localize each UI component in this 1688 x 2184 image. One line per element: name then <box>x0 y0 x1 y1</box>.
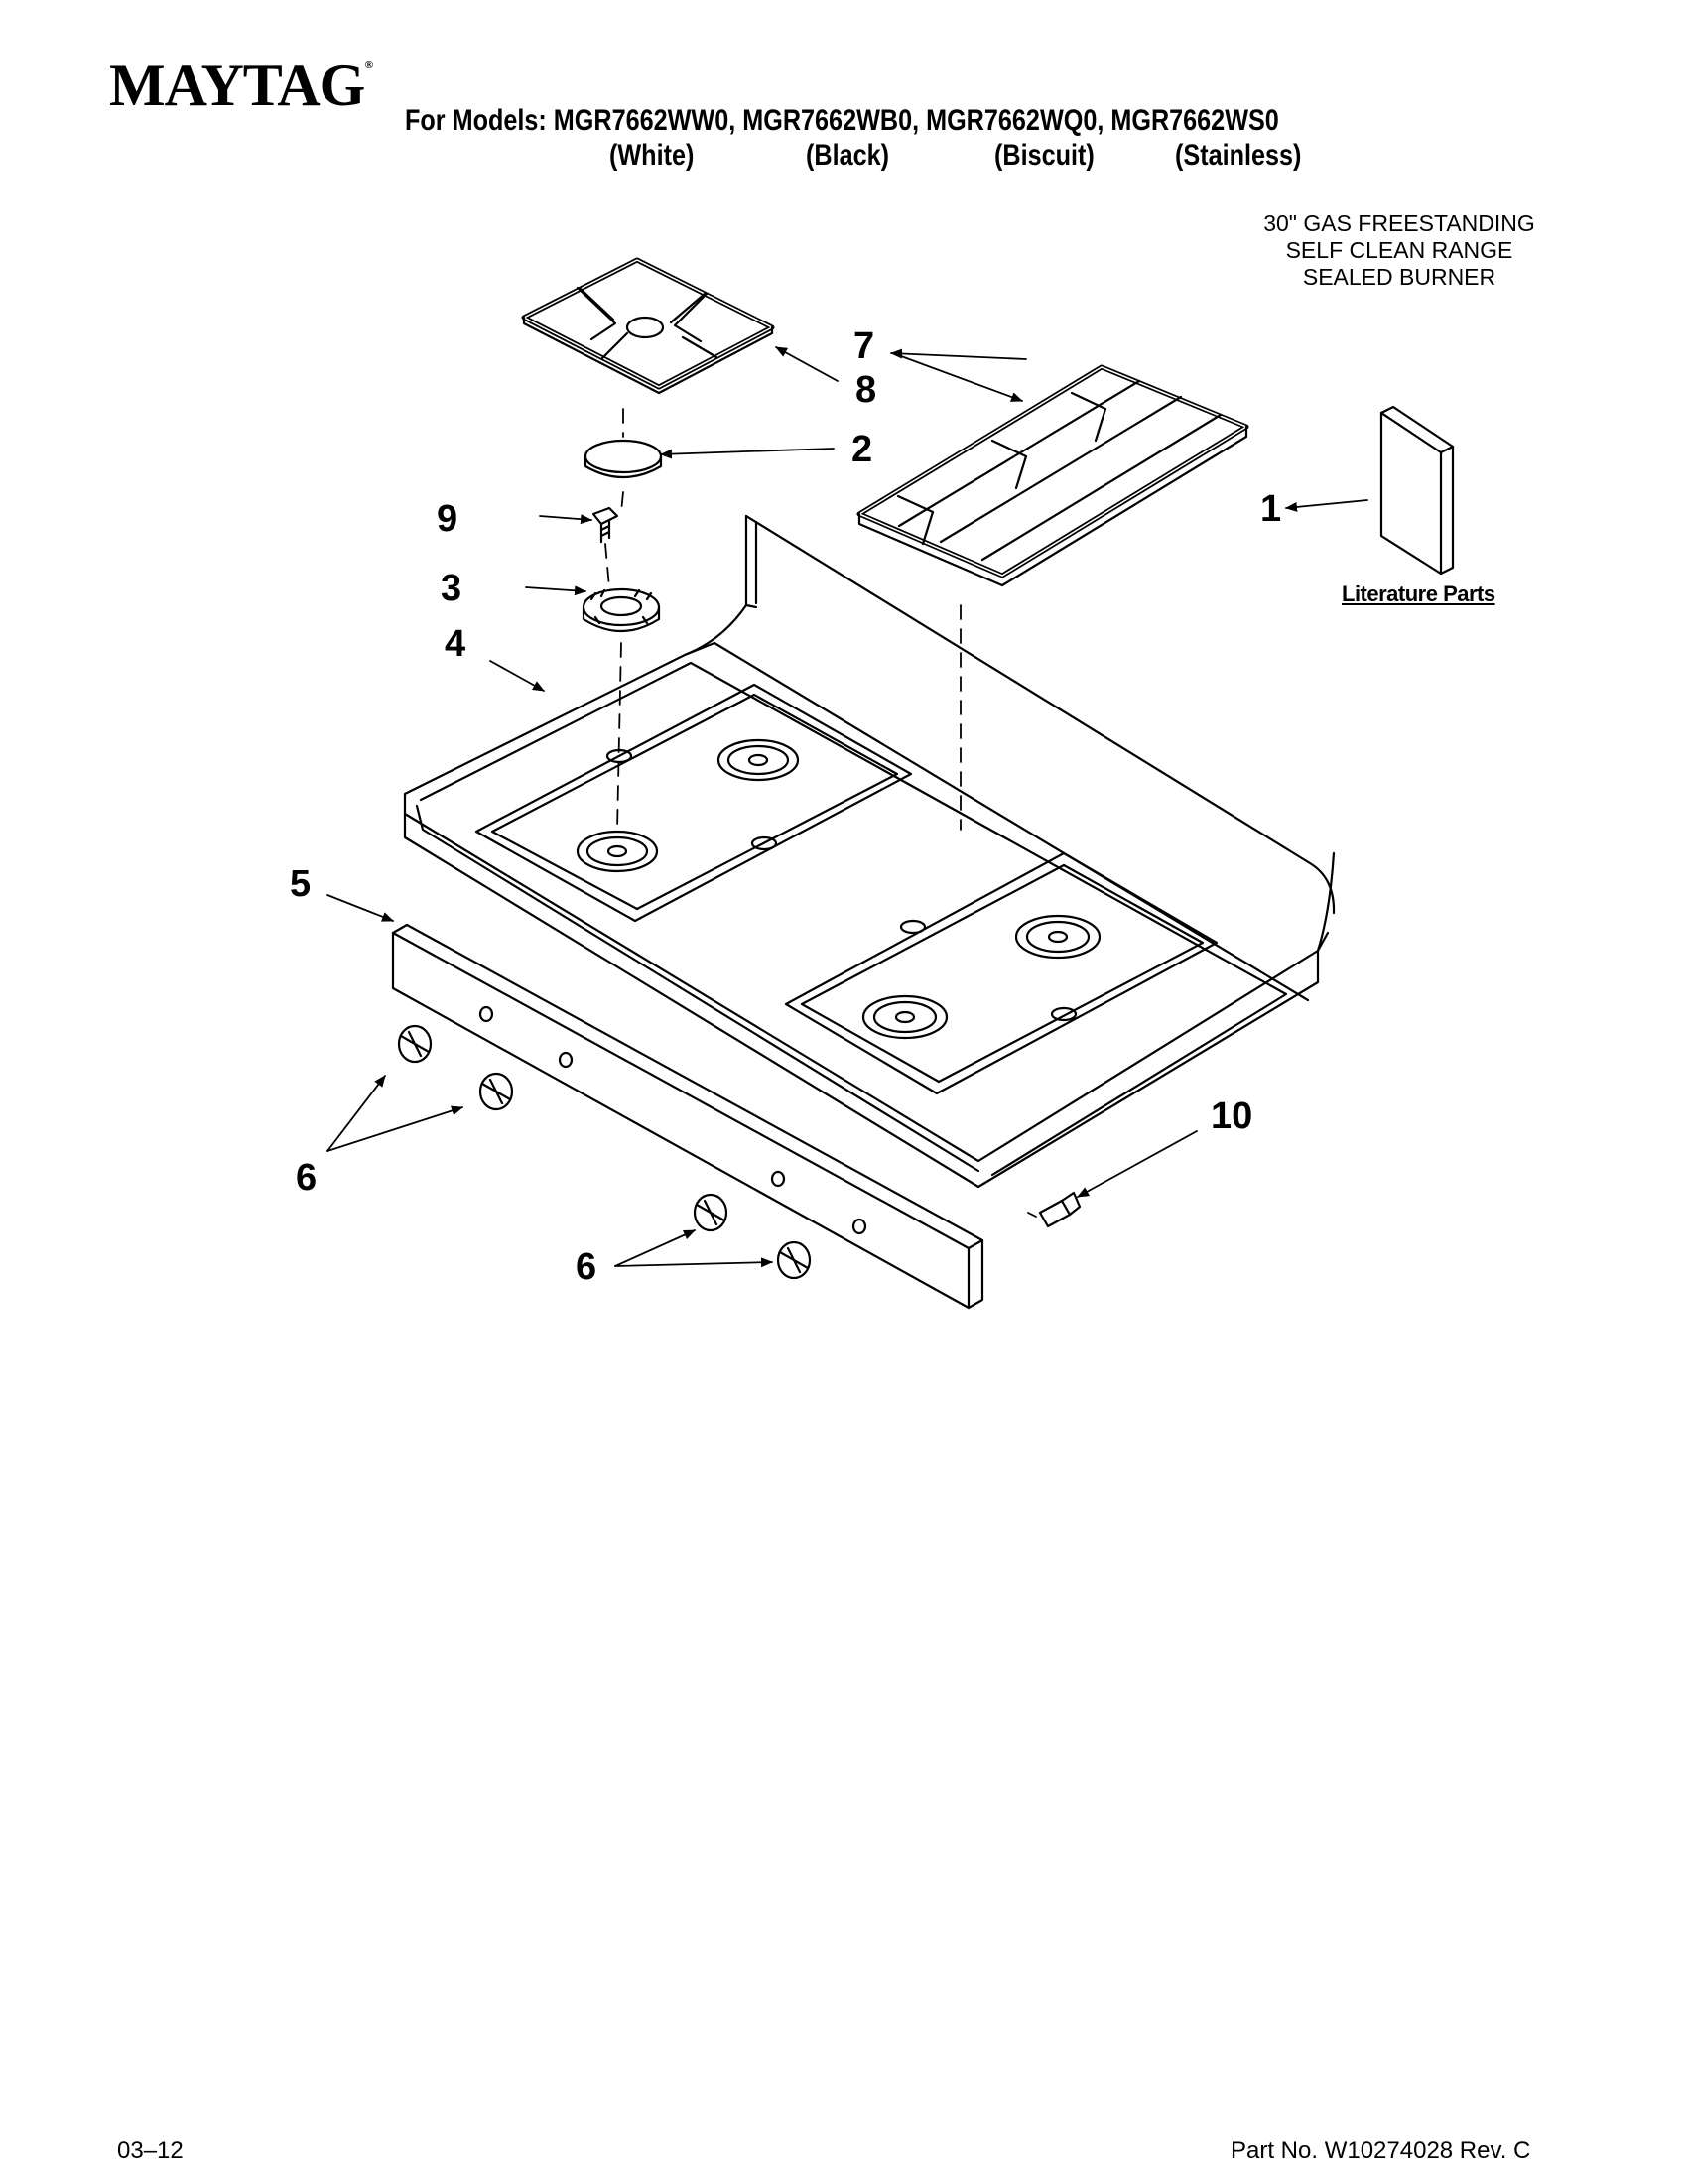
callout-5: 5 <box>290 863 312 905</box>
revision-date: 03–12 <box>117 2137 184 2164</box>
callout-7: 7 <box>853 325 875 367</box>
description-line: SELF CLEAN RANGE <box>1285 237 1513 263</box>
screw-part <box>591 506 619 544</box>
callout-9: 9 <box>437 498 458 540</box>
double-grate-part <box>856 364 1249 587</box>
burner-base-part <box>582 587 661 633</box>
single-grate-part <box>521 257 775 395</box>
literature-booklet-part <box>1379 405 1455 576</box>
callout-2: 2 <box>851 429 873 470</box>
description-line: SEALED BURNER <box>1302 264 1496 290</box>
cooktop-part <box>403 514 1336 1189</box>
alignment-lines <box>604 408 1037 1218</box>
callout-3: 3 <box>441 568 462 609</box>
burner-cap-part <box>584 439 663 479</box>
brand-logo: MAYTAG® <box>109 53 373 118</box>
variant-white: (White) <box>609 139 695 172</box>
callout-10: 10 <box>1211 1095 1253 1137</box>
variant-black: (Black) <box>806 139 890 172</box>
leader-lines <box>326 346 1368 1268</box>
callout-8: 8 <box>855 369 877 411</box>
callout-6-right: 6 <box>576 1246 597 1288</box>
variant-stainless: (Stainless) <box>1175 139 1302 172</box>
models-line: For Models: MGR7662WW0, MGR7662WB0, MGR7… <box>405 104 1279 137</box>
knob-part <box>397 1024 812 1280</box>
callout-1: 1 <box>1260 488 1282 530</box>
description-line: 30" GAS FREESTANDING <box>1263 210 1535 236</box>
callout-4: 4 <box>445 623 466 665</box>
product-description: 30" GAS FREESTANDING SELF CLEAN RANGE SE… <box>1221 210 1578 291</box>
control-panel-part <box>391 923 984 1310</box>
variant-biscuit: (Biscuit) <box>994 139 1095 172</box>
literature-parts-label: Literature Parts <box>1342 581 1495 606</box>
small-screw-part <box>1038 1191 1082 1228</box>
callout-6-left: 6 <box>296 1157 318 1199</box>
part-number: Part No. W10274028 Rev. C <box>1231 2137 1531 2164</box>
